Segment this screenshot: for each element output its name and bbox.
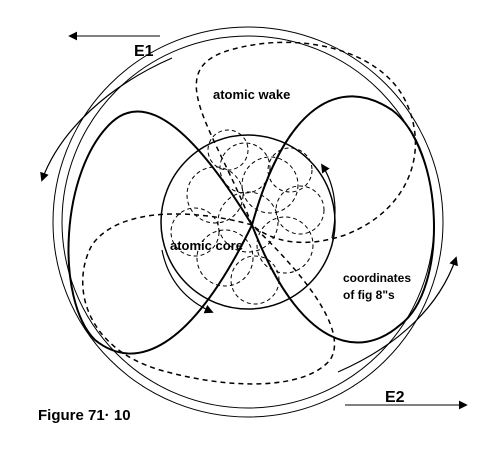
coordinates-label-line1: coordinates bbox=[343, 271, 411, 285]
solid-lobe-left bbox=[67, 110, 254, 355]
e1-label: E1 bbox=[134, 43, 154, 60]
core-small-circle bbox=[207, 129, 249, 171]
core-small-circle bbox=[196, 229, 254, 287]
figure-caption: Figure 71· 10 bbox=[38, 407, 131, 424]
core-small-circle bbox=[219, 142, 271, 194]
outer-ring bbox=[52, 26, 444, 418]
core-small-circle bbox=[170, 207, 220, 257]
core-small-circle bbox=[267, 147, 313, 193]
core-small-circle bbox=[217, 191, 279, 253]
core-small-circle bbox=[256, 216, 314, 274]
dashed-lobe-top bbox=[195, 41, 417, 244]
core-small-circle bbox=[275, 185, 325, 235]
atomic-core-label: atomic core bbox=[170, 238, 243, 253]
e2-label: E2 bbox=[385, 389, 405, 406]
atomic-wake-label: atomic wake bbox=[213, 87, 290, 102]
core-spin-arrow-right bbox=[321, 163, 336, 239]
core-small-circle bbox=[241, 156, 299, 214]
coordinates-label-line2: of fig 8"s bbox=[343, 288, 395, 302]
solid-lobe-right bbox=[250, 95, 435, 344]
core-dashed-circles bbox=[170, 129, 325, 305]
dashed-lobe-bottom bbox=[81, 213, 336, 385]
atomic-core-circle bbox=[160, 134, 336, 310]
core-small-circle bbox=[230, 255, 280, 305]
outer-arc-arrow-e2 bbox=[337, 256, 458, 373]
outer-arc-arrow-e1 bbox=[40, 57, 173, 182]
core-spin-arrow-left bbox=[161, 249, 214, 314]
core-small-circle bbox=[186, 166, 244, 224]
